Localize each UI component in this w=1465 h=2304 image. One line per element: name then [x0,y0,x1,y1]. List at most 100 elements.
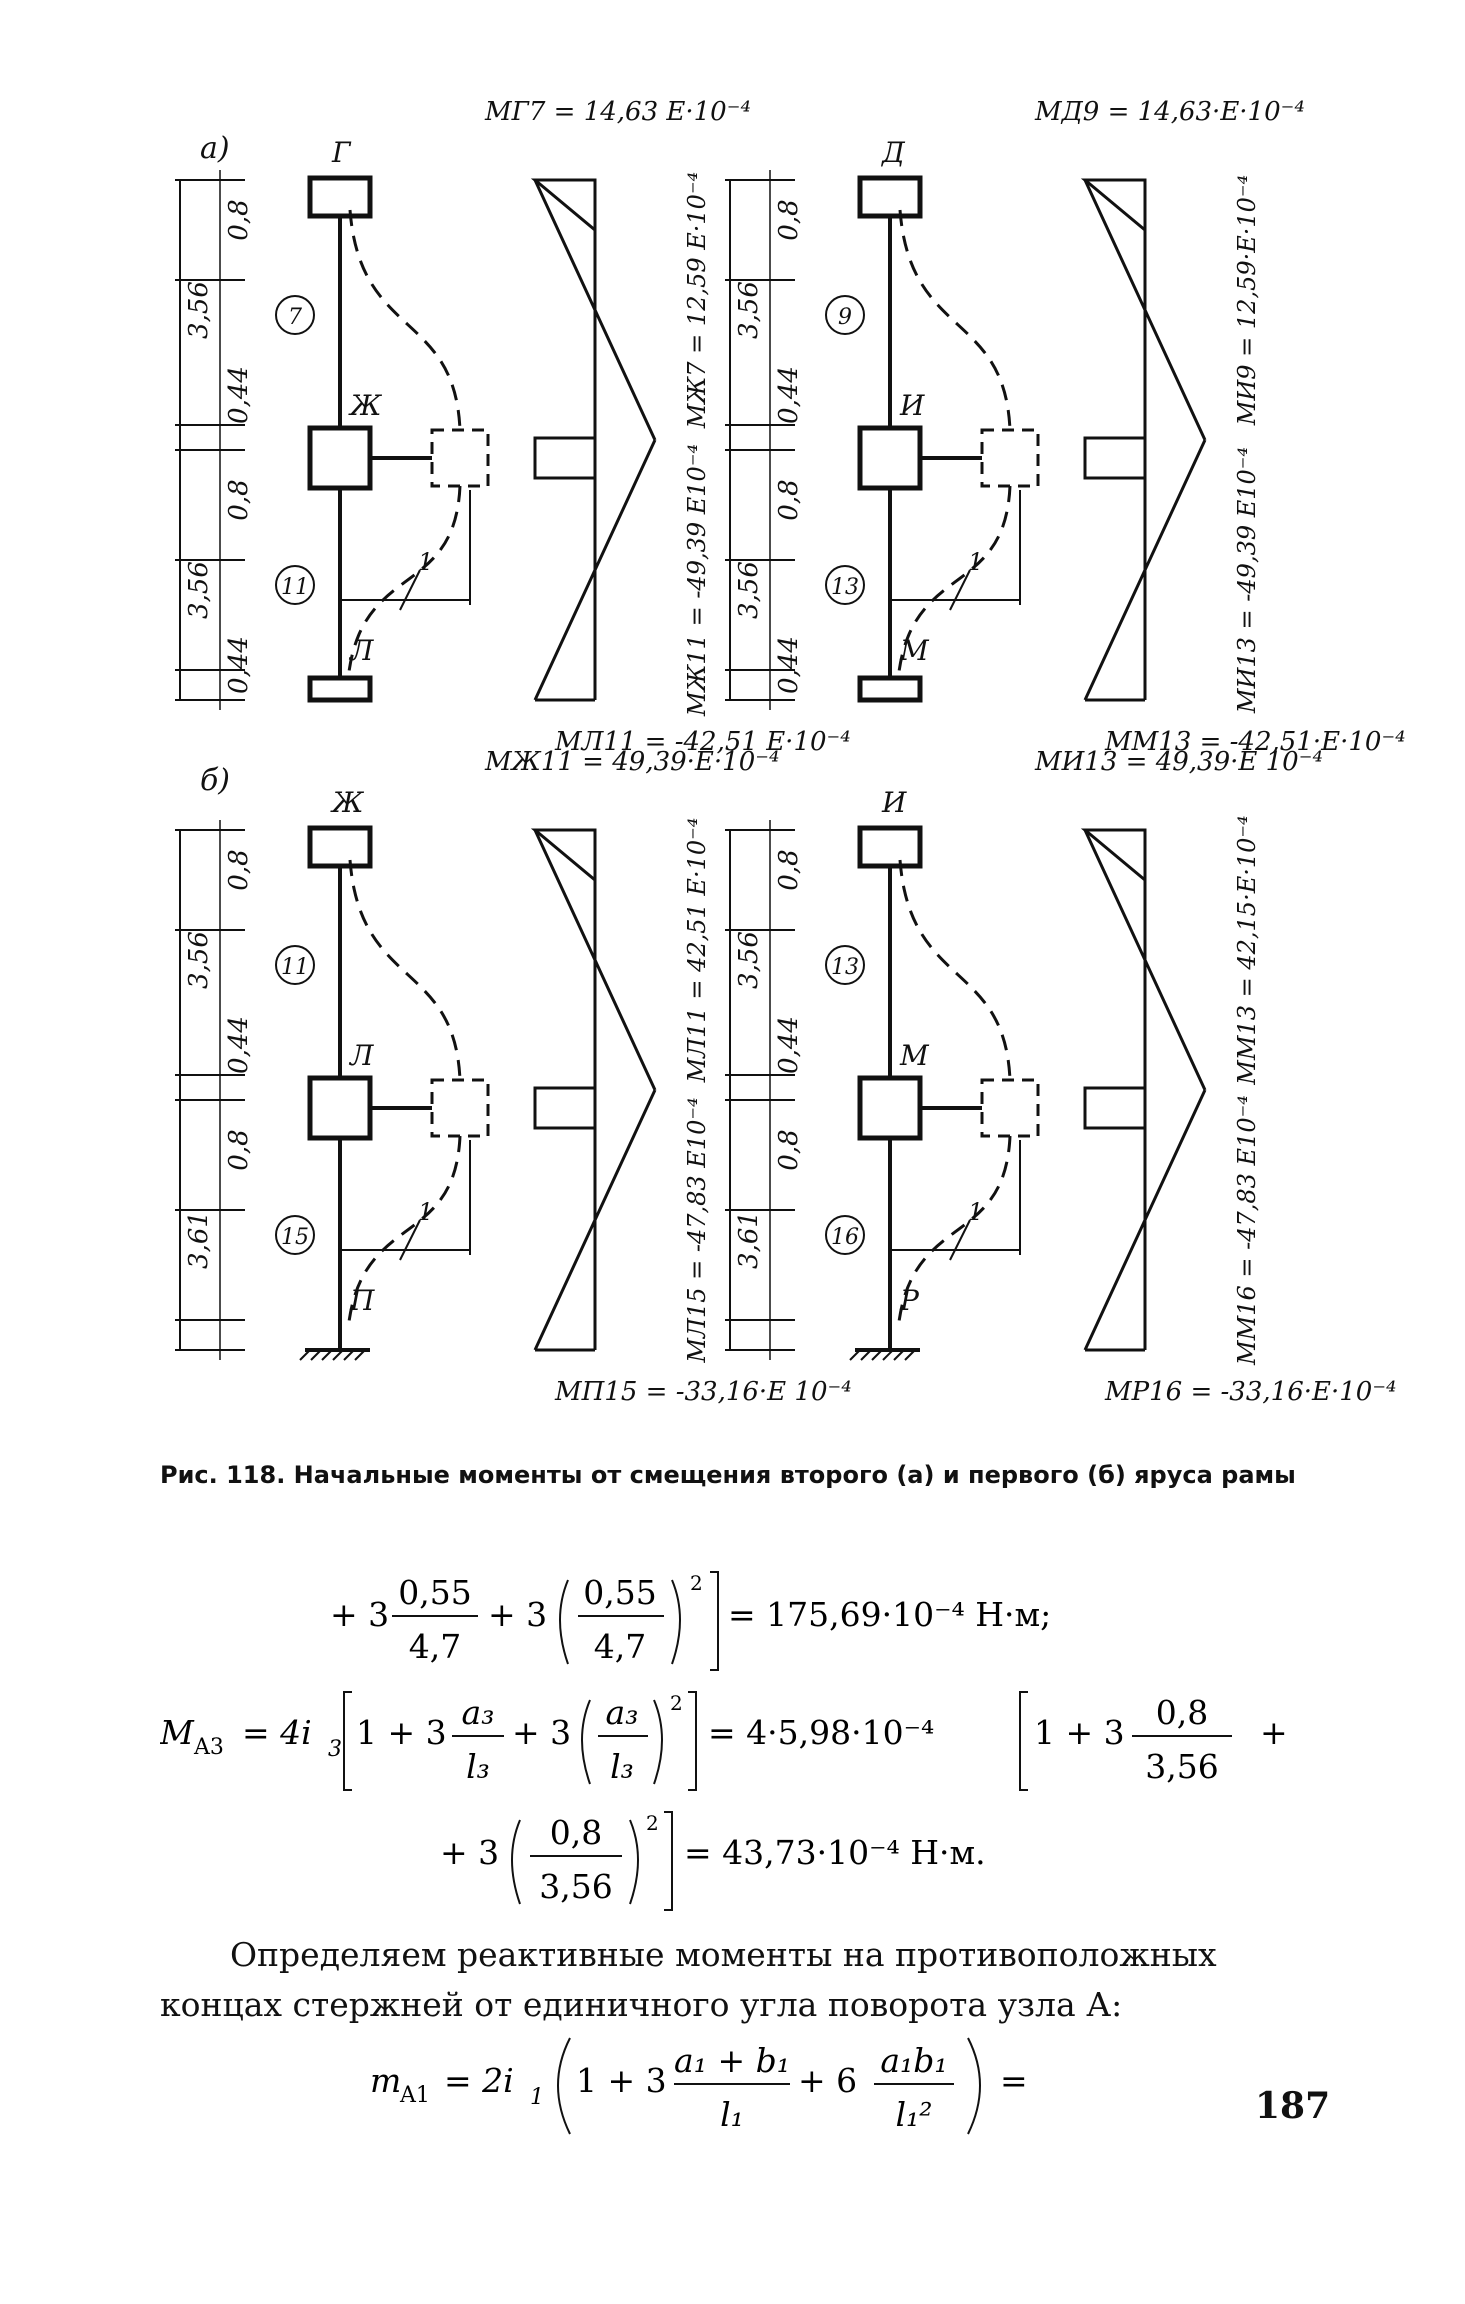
eq4-coef-sub: 1 [530,2085,544,2110]
diagram-2-moment-bottom-label: MМ13 = -42,51·E·10⁻⁴ [1104,727,1406,757]
diagram-3-support-hatch [321,1349,333,1361]
diagram-1-displaced-block [430,428,490,488]
diagram-4-support-hatch [860,1349,872,1361]
diagram-1-moment-lower-line [533,439,657,701]
diagram-1-top-block [307,175,373,219]
eq1-f1-num: 0,55 [398,1573,471,1612]
diagram-2-moment-mid-upper-label: MИ9 = 12,59·E·10⁻⁴ [1233,175,1261,426]
diagram-3-displaced-block [430,1078,490,1138]
diagram-4-element-lower-circle [825,1215,865,1255]
diagram-1-moment-mid-lower-label: MЖ11 = -49,39 E10⁻⁴ [683,444,711,717]
diagram-3-deflection-lower [346,1135,462,1331]
eq4-mid: + 6 [798,2061,857,2100]
diagram-4-moment-upper-line [1083,829,1207,1091]
diagram-3-node-mid: Л [348,1039,374,1072]
diagram-2-node-top: Д [880,136,906,169]
diagram-2-moment-top-wedge [1080,178,1147,234]
diagram-4-dim-h-upper: 3,56 [734,931,764,989]
diagram-3-moment-mid-lower-label: MЛ15 = -47,83 E10⁻⁴ [683,1097,711,1363]
eq2-f3-den: 3,56 [1145,1747,1218,1786]
diagram-3-moment-top-wedge [530,828,597,884]
diagram-4-support-hatch [871,1349,883,1361]
diagram-3-support-hatch [310,1349,322,1361]
eq2-one-plus-2: 1 + 3 [1034,1713,1125,1752]
diagram-3-node-bottom: П [349,1284,375,1317]
eq1-f1-den: 4,7 [409,1627,461,1666]
eq4-f2-num: a₁b₁ [880,2041,947,2080]
diagram-1-deflection-upper [348,209,462,431]
diagram-3-element-lower-circle [275,1215,315,1255]
eq2-coef-sub: 3 [328,1737,342,1762]
diagram-2-element-lower-circle [825,565,865,605]
eq2-trail: + [1260,1713,1288,1752]
eq2-f2-num: a₃ [606,1693,639,1732]
diagram-3-support-hatch [299,1349,311,1361]
diagram-2-deflection-upper [898,209,1012,431]
diagram-1-node-mid: Ж [348,389,383,422]
diagram-4-unit-shift: 1 [968,1198,983,1226]
diagram-4-dim-a-upper: 0,8 [774,849,804,890]
eq4-one-plus: 1 + 3 [576,2061,667,2100]
diagram-2-mid-block [857,425,923,491]
equation-3: + 3 0,8 3,56 2 = 43,73·10⁻⁴ Н·м. [440,1800,1060,1928]
eq1-f2-num: 0,55 [583,1573,656,1612]
diagram-4-node-mid: М [899,1039,930,1072]
eq4-f1-num: a₁ + b₁ [674,2041,790,2080]
diagram-1-dim-a-lower: 0,8 [224,479,254,520]
diagram-1-dim-h-upper: 3,56 [184,281,214,339]
eq4-lhs: m [370,2061,401,2100]
figure-caption: Рис. 118. Начальные моменты от смещения … [160,1461,1296,1489]
diagram-3-moment-mid-upper-label: MЛ11 = 42,51 E·10⁻⁴ [683,818,711,1084]
eq4-f1-den: l₁ [720,2095,744,2134]
diagram-1-dim-h-lower: 3,56 [184,561,214,619]
diagram-1-node-top: Г [331,136,352,169]
diagram-2-dim-h-lower: 3,56 [734,561,764,619]
diagram-4-moment-bottom-label: MР16 = -33,16·E·10⁻⁴ [1104,1377,1396,1407]
diagram-4-moment-mid-upper-label: MМ13 = 42,15·E·10⁻⁴ [1233,815,1261,1085]
diagram-4-dim-a-lower: 0,8 [774,1129,804,1170]
diagram-3-deflection-upper [348,859,462,1081]
eq1-f2-den: 4,7 [594,1627,646,1666]
equation-2: M A3 = 4i 3 1 + 3 a₃ l₃ + 3 a₃ l₃ 2 = 4·… [159,1680,1320,1808]
diagram-1-element-lower: 11 [281,575,309,600]
diagram-2-element-lower: 13 [831,575,859,600]
diagram-1-unit-shift: 1 [418,548,433,576]
diagram-2-node-bottom: М [899,634,930,667]
diagram-2-dim-a-upper: 0,8 [774,199,804,240]
diagram-3-dim-b-upper: 0,44 [224,1016,254,1074]
diagram-4-support-hatch [893,1349,905,1361]
eq4-lhs-sub: A1 [399,2083,430,2108]
diagram-1-bottom-block [307,675,373,703]
diagram-1-dim-a-upper: 0,8 [224,199,254,240]
diagram-4-mid-block [857,1075,923,1141]
diagram-1-mid-block [307,425,373,491]
diagram-4-moment-mid-box [1083,1086,1147,1130]
diagram-4-moment-top-label: MИ13 = 49,39·E 10⁻⁴ [1034,747,1323,777]
diagram-3-unit-shift: 1 [418,1198,433,1226]
diagram-1-moment-bottom-label: MЛ11 = -42,51 E·10⁻⁴ [554,727,851,757]
diagram-2-bottom-block [857,675,923,703]
eq2-f1-num: a₃ [462,1693,495,1732]
diagram-2-element-upper-circle [825,295,865,335]
diagram-4-support-hatch [882,1349,894,1361]
eq2-power: 2 [670,1691,683,1715]
panel-b-label: б) [200,763,230,798]
diagram-3-dim-h-lower: 3,61 [184,1211,214,1269]
diagram-3-element-lower: 15 [281,1225,309,1250]
diagram-3-dim-a-lower: 0,8 [224,1129,254,1170]
diagram-1-moment-mid-upper-label: MЖ7 = 12,59 E·10⁻⁴ [683,172,711,430]
eq1-result: = 175,69·10⁻⁴ Н·м; [728,1595,1051,1634]
diagram-3-dim-a-upper: 0,8 [224,849,254,890]
diagram-1-deflection-lower [346,485,462,681]
diagram-4-top-block [857,825,923,869]
diagram-1-element-upper: 7 [288,305,302,330]
diagram-3-moment-lower-line [533,1089,657,1351]
diagram-4-moment-top-wedge [1080,828,1147,884]
eq2-coef: = 4i [242,1713,312,1752]
diagram-4-dim-b-upper: 0,44 [774,1016,804,1074]
diagram-2-moment-mid-box [1083,436,1147,480]
page-number: 187 [1255,2085,1331,2127]
eq2-one-plus: 1 + 3 [356,1713,447,1752]
diagram-4-element-upper-circle [825,945,865,985]
